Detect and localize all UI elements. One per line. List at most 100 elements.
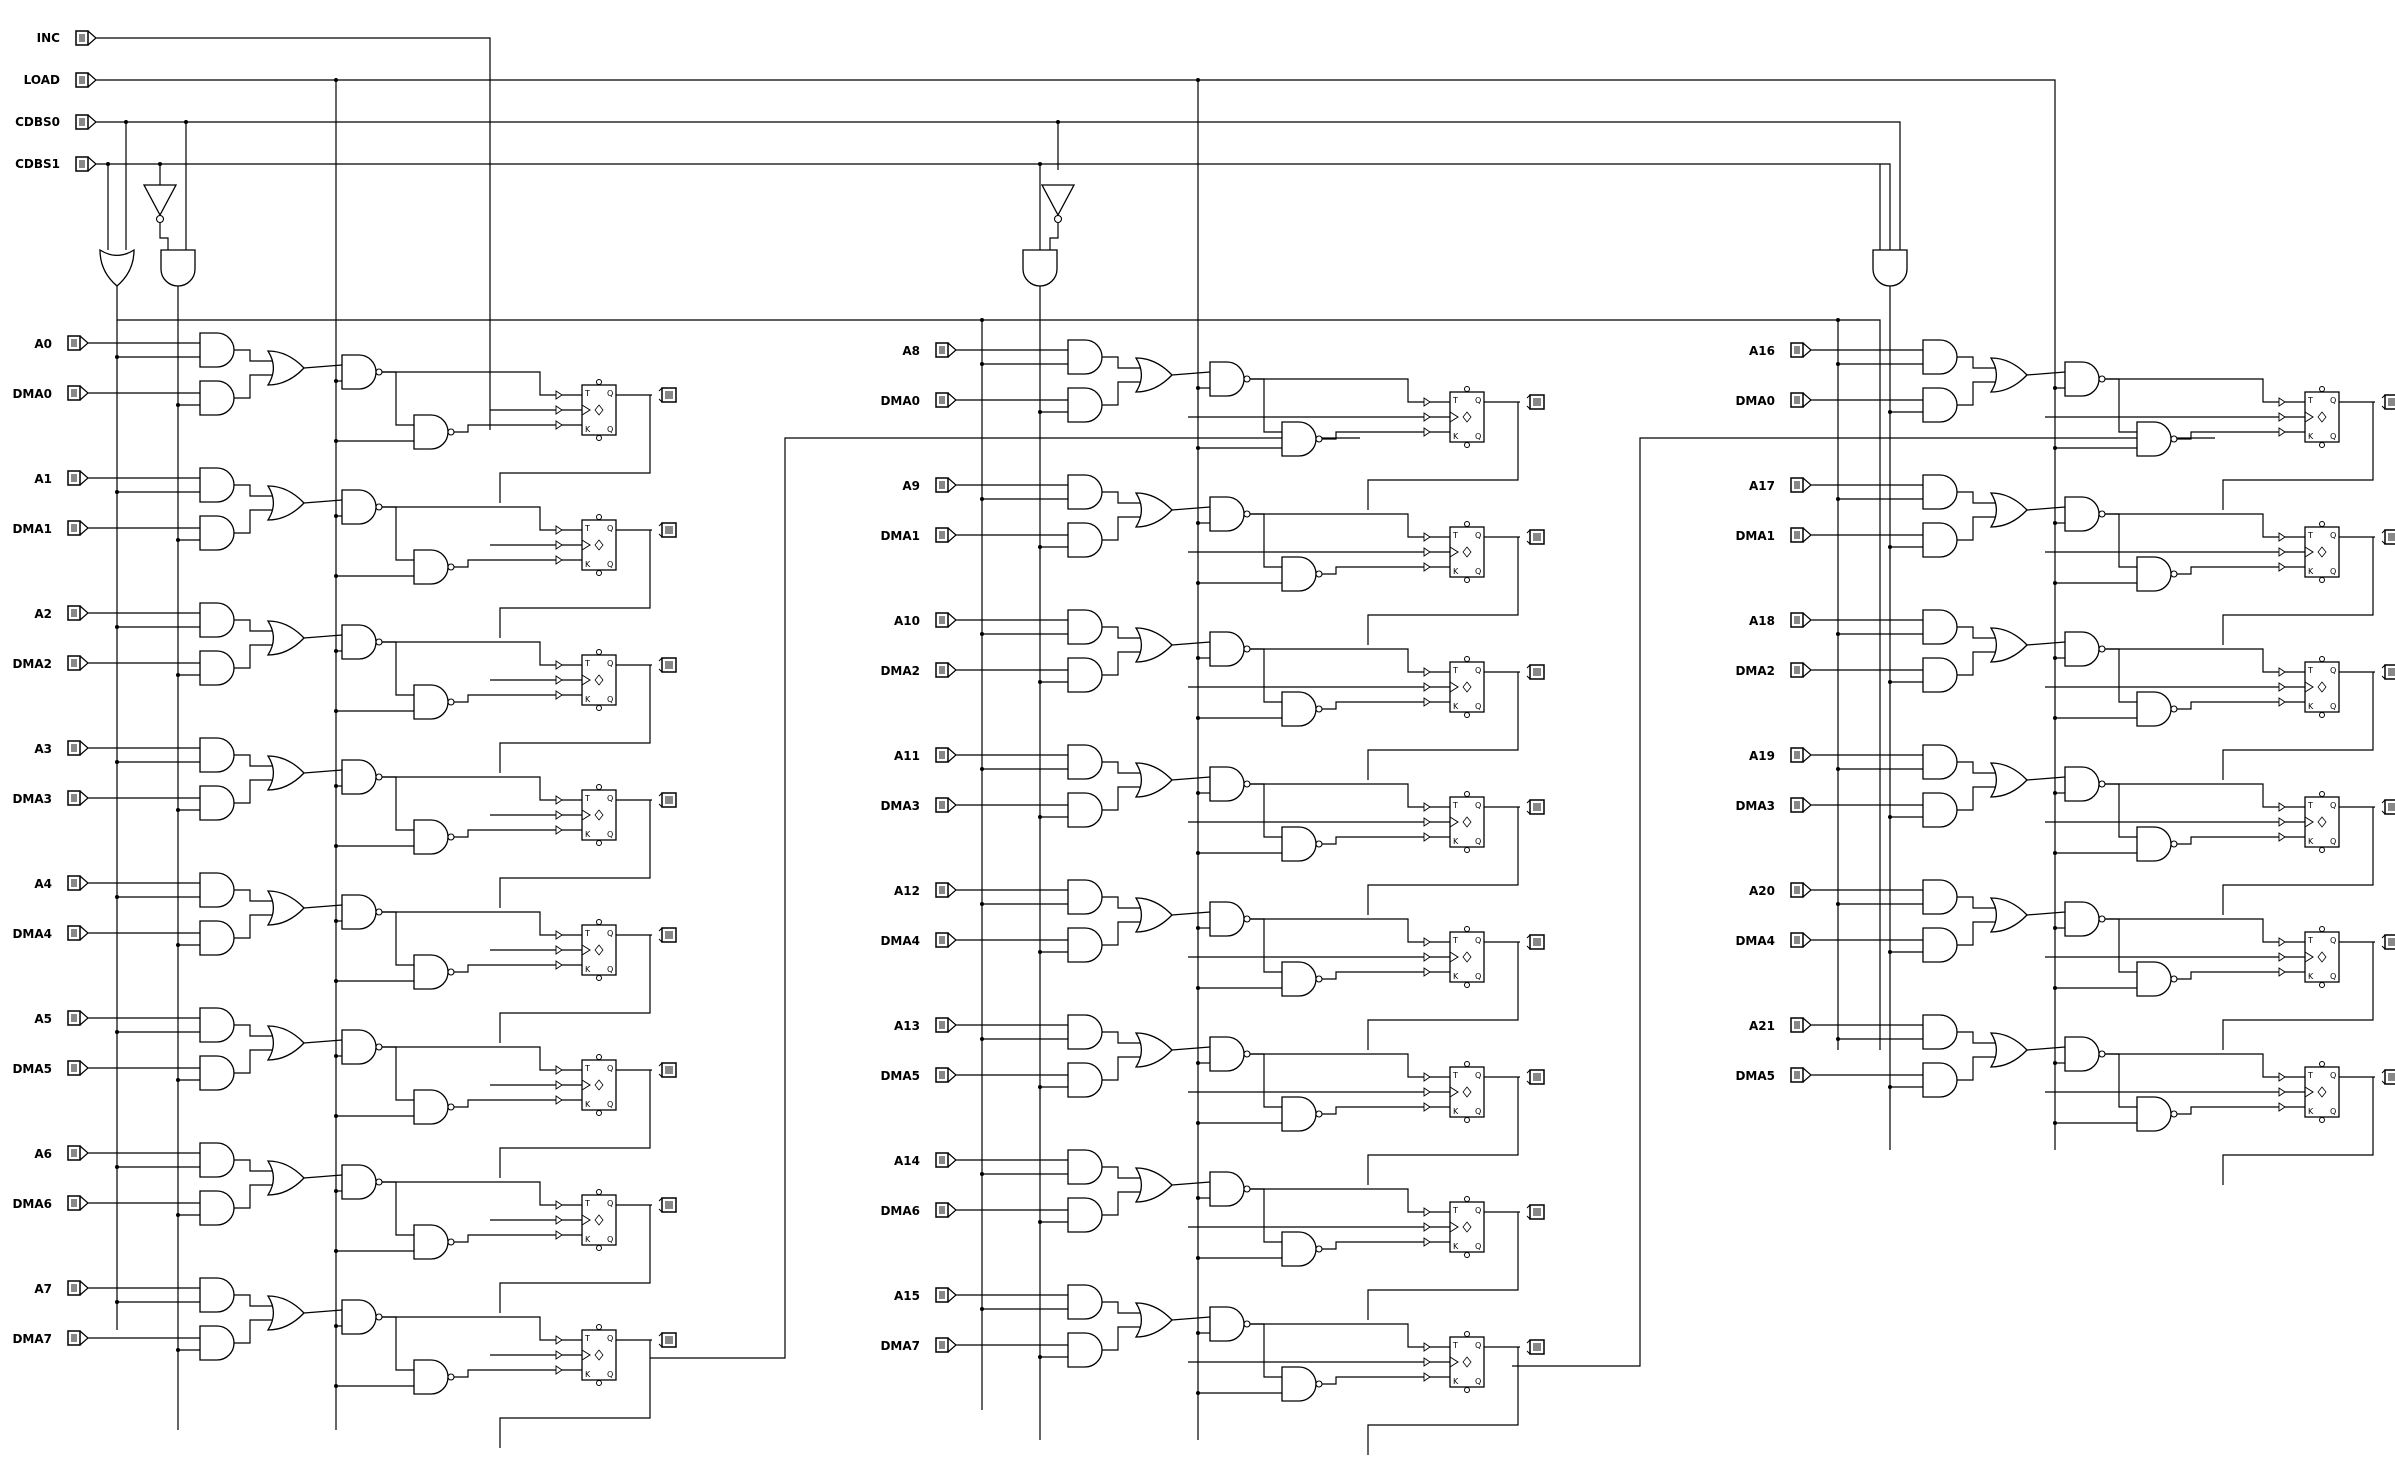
nand-gate [1281,826,1317,862]
input-pin [1790,342,1812,358]
wire [1102,356,1140,369]
or-gate [1989,627,2028,663]
or-gate [266,1295,305,1331]
svg-text:Q: Q [1475,1206,1481,1215]
nand-gate [2136,826,2172,862]
pin-label: A0 [34,337,52,351]
wire [1248,783,1282,838]
svg-text:K: K [2308,837,2314,846]
wire [1319,431,1450,440]
wire [451,1369,582,1378]
input-pin [75,156,97,172]
or-gate [1989,492,2028,528]
pin-label: A1 [34,472,52,486]
wire [234,484,272,497]
and-gate [199,650,235,686]
input-pin [935,1067,957,1083]
svg-text:K: K [1453,837,1459,846]
input-pin [935,392,957,408]
junction-dot [1836,632,1840,636]
svg-text:Q: Q [607,524,613,533]
wire [499,1340,651,1448]
wire [1102,1031,1140,1044]
wire [1367,1212,1519,1320]
svg-text:Q: Q [1475,1341,1481,1350]
wire [451,559,582,568]
inversion-bubble [375,503,383,511]
nand-gate [1209,1306,1245,1342]
and-gate [1067,879,1103,915]
junction-dot [1196,1061,1200,1065]
pin-label: DMA1 [1735,529,1775,543]
wire [1248,1323,1282,1378]
and-gate [160,249,196,287]
or-gate [266,890,305,926]
svg-text:Q: Q [1475,432,1481,441]
inversion-bubble [447,428,455,436]
wire [1171,641,1211,646]
or-gate [266,755,305,791]
pin-label: A4 [34,877,52,891]
svg-text:Q: Q [607,1100,613,1109]
junction-dot [176,1348,180,1352]
input-pin [935,612,957,628]
output-pin [1526,1339,1545,1355]
svg-text:Q: Q [1475,396,1481,405]
and-gate [1922,1014,1958,1050]
wire [1248,783,1450,808]
junction-dot [158,162,162,166]
svg-text:K: K [585,1370,591,1379]
or-gate [1989,897,2028,933]
pin-label: DMA0 [880,394,920,408]
wire [380,641,582,666]
svg-text:Q: Q [2330,972,2336,981]
pin-label: DMA2 [12,657,52,671]
nand-gate [341,489,377,525]
svg-text:Q: Q [607,695,613,704]
and-gate [1922,1062,1958,1098]
and-gate [1022,249,1058,287]
and-gate [1922,474,1958,510]
junction-dot [2053,521,2057,525]
svg-text:K: K [2308,567,2314,576]
wire [234,1024,272,1037]
junction-dot [1196,446,1200,450]
wire [1049,223,1059,250]
and-gate [1922,792,1958,828]
inversion-bubble [2098,375,2106,383]
and-gate [1922,744,1958,780]
junction-dot [115,625,119,629]
junction-dot [1836,767,1840,771]
and-gate [1067,1149,1103,1185]
wire [1319,701,1450,710]
svg-text:Q: Q [2330,837,2336,846]
wire [1102,786,1140,811]
junction-dot [1888,680,1892,684]
wire [1248,648,1282,703]
junction-dot [980,1172,984,1176]
inversion-bubble [1315,975,1323,983]
and-gate [1067,387,1103,423]
junction-dot [334,78,338,82]
junction-dot [176,1213,180,1217]
junction-dot [2053,791,2057,795]
wire [1512,437,2215,1367]
svg-text:T: T [2307,666,2313,675]
pin-label: A6 [34,1147,52,1161]
svg-text:T: T [584,659,590,668]
wire [234,644,272,669]
pin-label: LOAD [24,73,60,87]
inversion-bubble [447,1373,455,1381]
wire [303,364,343,369]
and-gate [1067,792,1103,828]
junction-dot [1836,902,1840,906]
svg-text:Q: Q [1475,666,1481,675]
inversion-bubble [375,1178,383,1186]
junction-dot [334,1384,338,1388]
input-pin [935,797,957,813]
nand-gate [1209,631,1245,667]
pin-label: A11 [894,749,920,763]
wire [380,506,414,561]
